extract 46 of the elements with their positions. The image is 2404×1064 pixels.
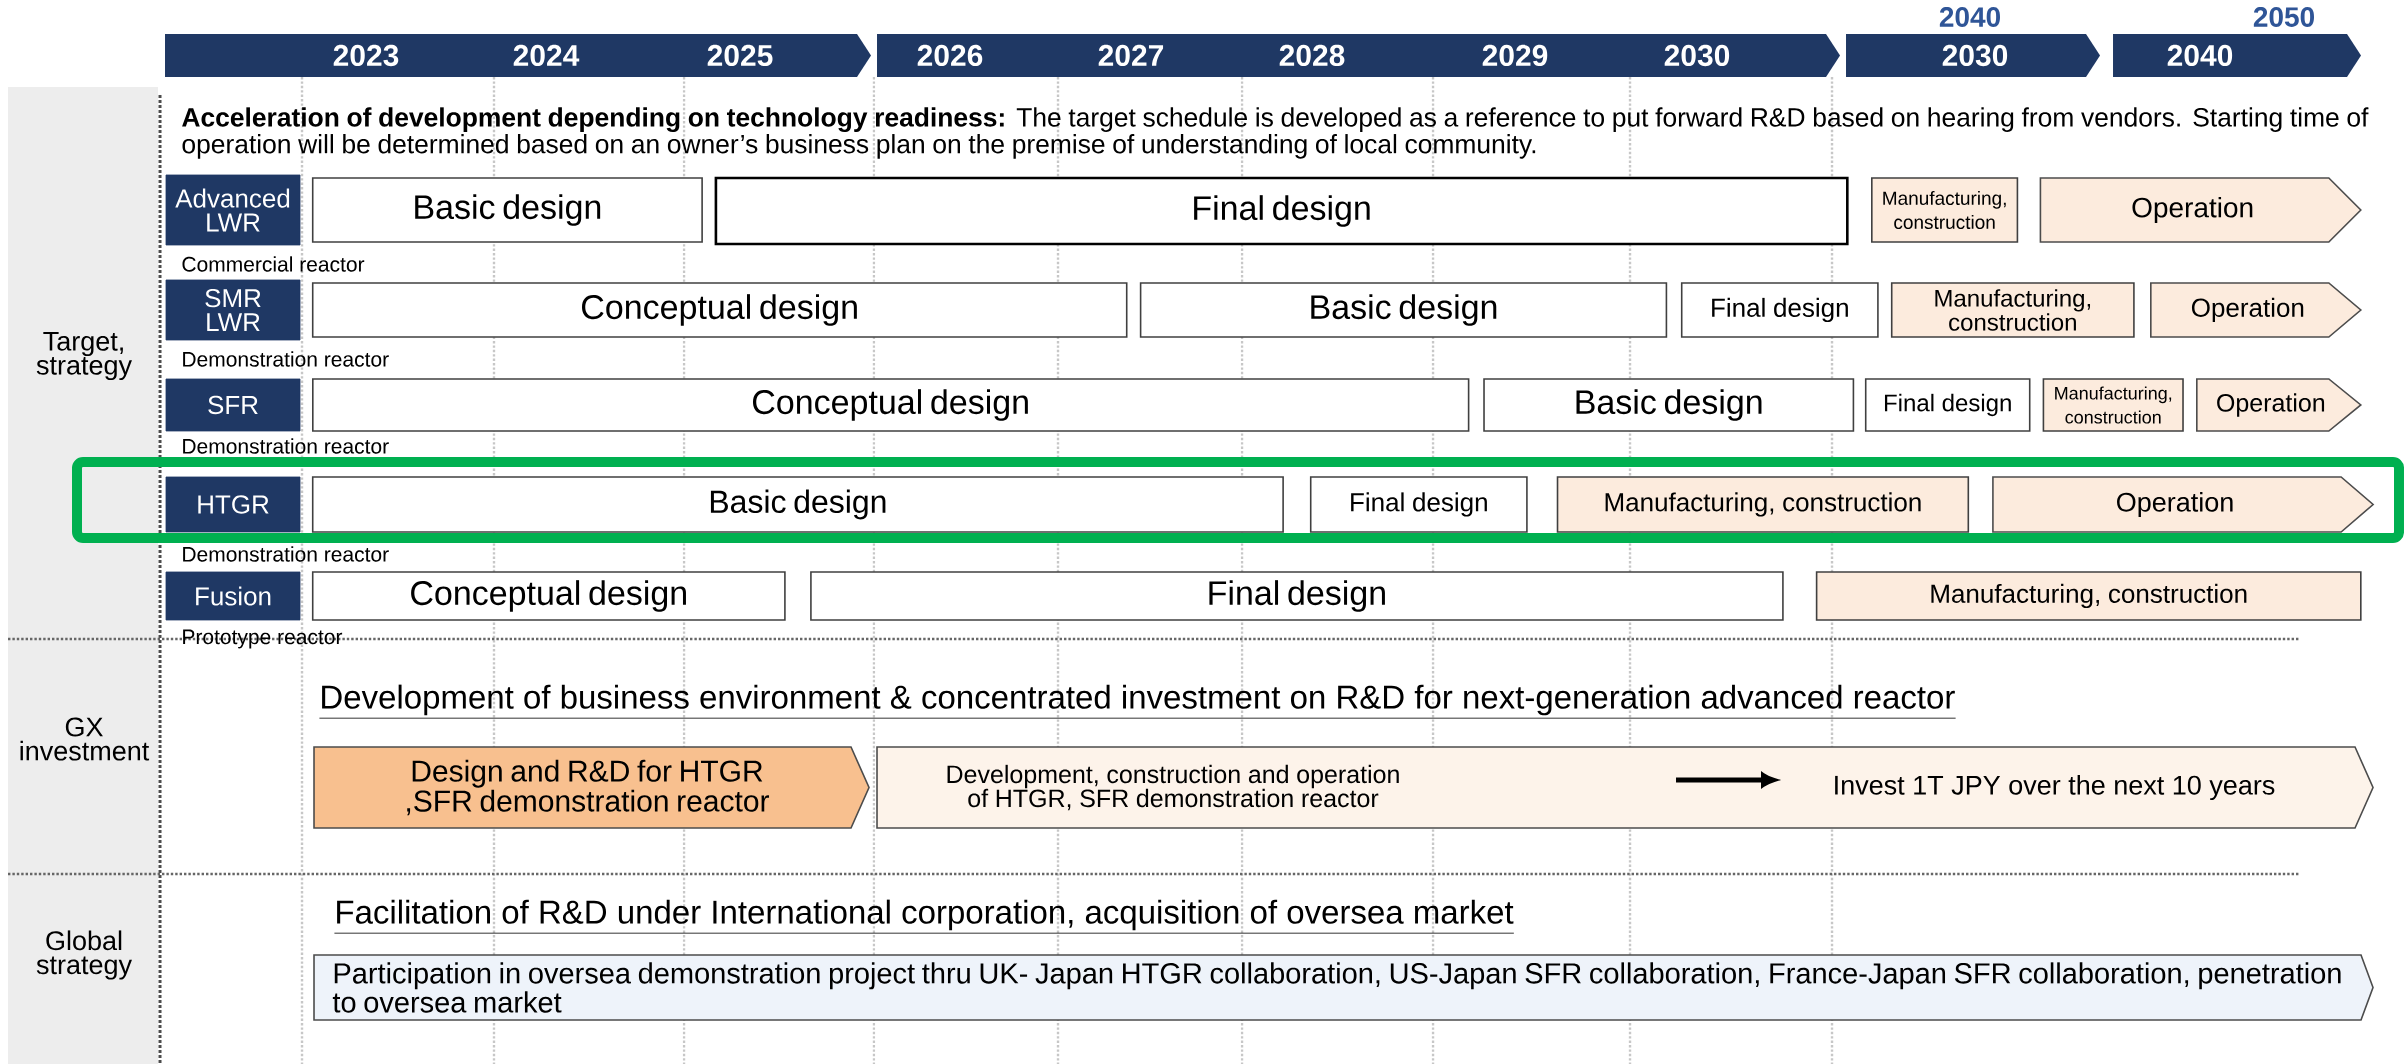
year-label: 2040	[1939, 7, 2000, 27]
phase-box: Basic design	[1483, 378, 1855, 432]
reactor-tag: Advanced LWR	[165, 174, 301, 246]
reactor-tag: Fusion	[165, 571, 301, 621]
reactor-tag: SFR	[165, 378, 301, 432]
phase-box: Conceptual design	[312, 378, 1470, 432]
row-heading: GX investment	[20, 717, 150, 761]
year-band: 2040	[2113, 34, 2361, 77]
year-band: 2030	[1846, 34, 2100, 77]
reactor-caption: Demonstration reactor	[183, 351, 389, 367]
phase-bar: Operation	[2196, 378, 2363, 432]
section-heading: Development of business environment & concentrated investment on R&D for next-generation advanced reactor	[319, 684, 1957, 719]
phase-bar: Operation	[1992, 476, 2375, 533]
phase-bar: Operation	[2039, 177, 2362, 243]
phase-box: Basic design	[311, 476, 1284, 533]
phase-box: Final design	[810, 571, 1784, 621]
phase-box: Final design	[1864, 378, 2031, 432]
phase-box: Basic design	[1139, 282, 1668, 338]
phase-box: Manufacturing, construction	[1815, 571, 2362, 621]
year-label: 2050	[2253, 7, 2314, 27]
year-band: 2023 2024 2025	[165, 34, 871, 77]
section-heading: Facilitation of R&D under International corporation, acquisition of oversea market	[334, 899, 1515, 934]
reactor-tag: SMR LWR	[165, 279, 301, 341]
reactor-caption: Demonstration reactor	[183, 438, 389, 454]
phase-bar: Operation	[2150, 282, 2363, 338]
reactor-caption: Demonstration reactor	[183, 546, 389, 562]
phase-bar: Development, construction and operation of HTGR, SFR demonstration reactor Invest 1T JPY over the next 10 years	[876, 746, 2374, 829]
phase-box: Manufacturing, construction	[2042, 378, 2184, 432]
heading-note: Acceleration of development depending on technology readiness: The target schedule is developed as a reference to put forward R&D based on hearing from vendors. Starting time of operation will be determined based on an owner’s business plan on the premise of understanding of local community.	[182, 107, 2369, 159]
reactor-caption: Commercial reactor	[182, 256, 365, 272]
phase-box: Manufacturing, construction	[1890, 282, 2135, 338]
phase-box: Final design	[1309, 476, 1528, 533]
phase-box: Final design	[1680, 282, 1879, 338]
row-heading: Global strategy	[36, 930, 132, 980]
year-band: 2026 2027 2028 2029 2030	[877, 34, 1840, 77]
phase-box: Final design	[714, 176, 1849, 246]
row-heading: Target, strategy	[36, 331, 132, 381]
phase-box: Manufacturing, construction	[1556, 476, 1970, 533]
phase-box: Conceptual design	[311, 282, 1128, 338]
reactor-caption: Prototype reactor	[183, 629, 343, 649]
phase-box: Basic design	[311, 177, 703, 243]
phase-box: Manufacturing, construction	[1871, 177, 2019, 243]
phase-bar: Participation in oversea demonstration project thru UK- Japan HTGR collaboration, US-Japan SFR collaboration, France-Japan SFR collaboration, penetration to oversea market	[313, 954, 2374, 1021]
phase-bar: Design and R&D for HTGR ,SFR demonstration reactor	[313, 746, 870, 829]
reactor-tag: HTGR	[165, 476, 301, 533]
phase-box: Conceptual design	[311, 571, 786, 621]
